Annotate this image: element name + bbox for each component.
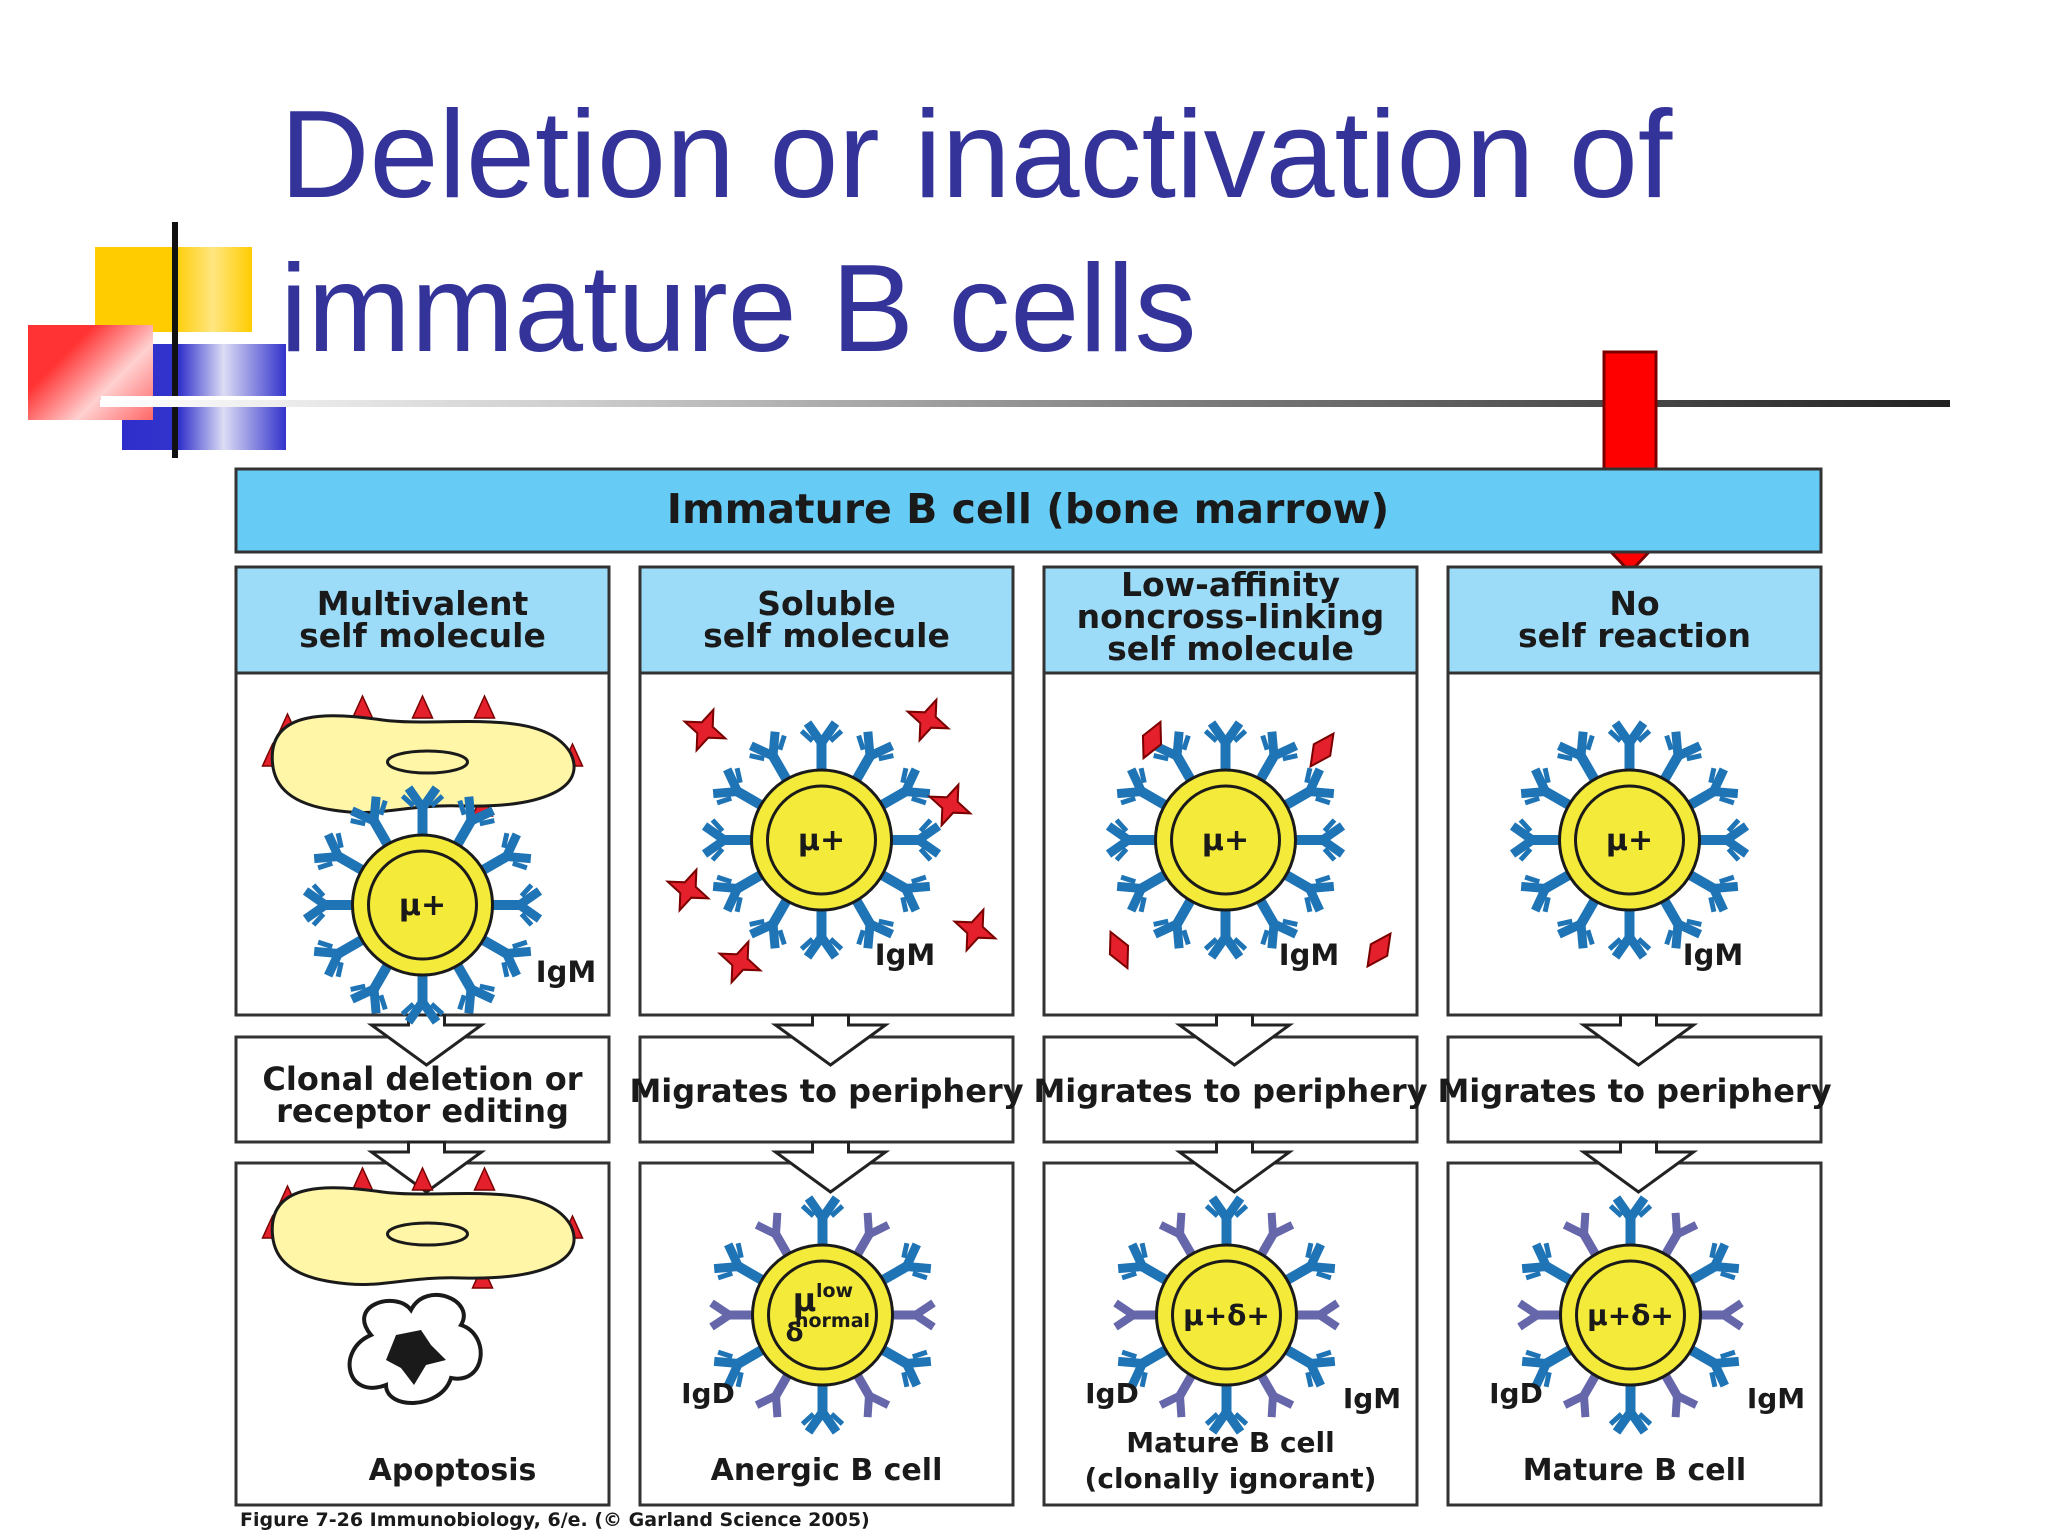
receptor-label-left: IgD (681, 1377, 735, 1410)
outcome-cell-label: Anergic B cell (711, 1453, 943, 1488)
antigen-star (905, 697, 951, 743)
cell-marker-label: δ (786, 1318, 804, 1348)
receptor-label: IgM (536, 955, 596, 989)
outcome-text: Migrates to periphery (629, 1072, 1023, 1110)
b-cell-nucleus (367, 849, 478, 961)
b-cell-body (1155, 1243, 1298, 1387)
down-arrow-icon (1174, 1140, 1295, 1194)
receptor-label: IgM (875, 938, 935, 972)
down-arrow-icon (1578, 1013, 1699, 1067)
column-heading-box (234, 565, 611, 675)
antigen-diamond (1309, 731, 1335, 769)
column-heading-line: Multivalent (317, 584, 529, 623)
cell-marker-sup: low (816, 1280, 853, 1302)
membrane-antigen (411, 694, 434, 719)
figure-header-box (234, 467, 1823, 554)
slide-title: Deletion or inactivation of immature B c… (280, 78, 1840, 386)
column-heading-line: self molecule (703, 616, 950, 655)
membrane-antigen (473, 1166, 496, 1191)
down-arrow-icon (1578, 1140, 1699, 1194)
b-cell-body (751, 1243, 894, 1387)
antigen-star (665, 867, 711, 913)
b-cell-body (351, 833, 494, 977)
outcome-cell-label: (clonally ignorant) (1085, 1462, 1377, 1495)
b-cell-body (1154, 768, 1297, 912)
column-heading-line: self molecule (1107, 629, 1354, 668)
outcome-text: Migrates to periphery (1437, 1072, 1831, 1110)
mature-cell-group: μ+δ+ (1519, 1198, 1742, 1432)
b-cell-body (1559, 1243, 1702, 1387)
slide-title-line-2: immature B cells (280, 240, 1197, 378)
membrane-nucleus (386, 749, 469, 775)
cell-marker-sup: normal (795, 1310, 870, 1332)
membrane-nucleus (386, 1221, 469, 1247)
decorative-squares-logo (26, 220, 296, 460)
down-arrow-icon (366, 1140, 487, 1194)
column-heading-box (1042, 565, 1419, 675)
antigen-diamond (1108, 929, 1130, 971)
mature-cell-group: μ+δ+ (1115, 1198, 1338, 1432)
b-cell-nucleus (1170, 784, 1281, 896)
horizontal-bar (101, 396, 296, 402)
b-cell-nucleus (1575, 1259, 1686, 1371)
vertical-bar (172, 222, 178, 458)
column-heading-box (1446, 565, 1823, 675)
antigen-diamond (1366, 931, 1392, 969)
outcome-text: receptor editing (276, 1092, 569, 1130)
outcome-cell-label: Mature B cell (1126, 1426, 1335, 1459)
cell-marker-label: μ+ (1202, 823, 1249, 858)
b-cell-nucleus (1171, 1259, 1282, 1371)
column-heading-line: noncross-linking (1077, 597, 1385, 636)
outcome-text: Migrates to periphery (1033, 1072, 1427, 1110)
cell-marker-label: μ+ (399, 888, 446, 923)
outcome-text: Clonal deletion or (262, 1060, 582, 1098)
title-divider (100, 400, 1950, 407)
column-heading-line: Low-affinity (1121, 565, 1340, 604)
b-cell-nucleus (1574, 784, 1685, 896)
cell-marker-label: μ+ (798, 823, 845, 858)
membrane-antigen (411, 1166, 434, 1191)
receptor-label: IgM (1279, 938, 1339, 972)
cell-marker-label: μ+δ+ (1587, 1299, 1674, 1332)
outcome-cell-label: Apoptosis (369, 1453, 537, 1488)
antigen-diamond (1141, 719, 1163, 761)
cell-marker-label: μ+δ+ (1183, 1299, 1270, 1332)
slide-title-line-1: Deletion or inactivation of (280, 86, 1673, 224)
membrane-antigen (473, 694, 496, 719)
down-arrow-icon (770, 1140, 891, 1194)
down-arrow-icon (1174, 1013, 1295, 1067)
antigen-star (927, 782, 973, 828)
receptor-label-left: IgD (1489, 1377, 1543, 1410)
column-heading-line: No (1609, 584, 1659, 623)
b-cell-nucleus (767, 1259, 878, 1371)
b-cell-body (1558, 768, 1701, 912)
receptor-label-right: IgM (1747, 1382, 1805, 1415)
receptor-label-left: IgD (1085, 1377, 1139, 1410)
fragmented-nucleus (386, 1330, 446, 1385)
receptor-label: IgM (1683, 938, 1743, 972)
antigen-star (717, 939, 763, 985)
cell-marker-label: μ+ (1606, 823, 1653, 858)
down-arrow-icon (366, 1013, 487, 1067)
antigen-star (682, 707, 728, 753)
column-heading-line: self molecule (299, 616, 546, 655)
antigen-star (952, 907, 998, 953)
b-cell-body (750, 768, 893, 912)
figure-header-text: Immature B cell (bone marrow) (667, 485, 1390, 533)
cell-marker-label: μ (793, 1281, 817, 1319)
column-heading-line: Soluble (757, 584, 896, 623)
column-heading-line: self reaction (1518, 616, 1751, 655)
outcome-cell-label: Mature B cell (1523, 1453, 1746, 1488)
b-cell-nucleus (766, 784, 877, 896)
down-arrow-icon (770, 1013, 891, 1067)
receptor-label-right: IgM (1343, 1382, 1401, 1415)
figure-caption: Figure 7-26 Immunobiology, 6/e. (© Garla… (240, 1509, 870, 1531)
